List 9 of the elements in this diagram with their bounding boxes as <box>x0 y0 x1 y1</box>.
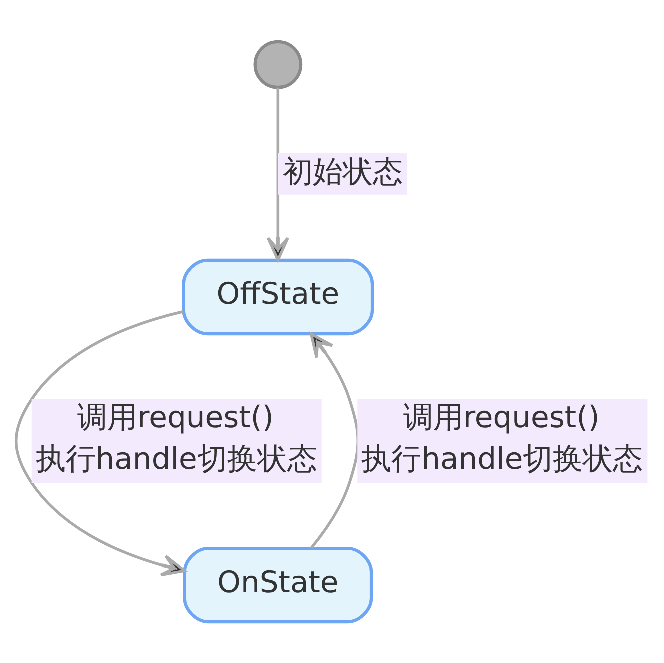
edge-label: 调用request() 执行handle切换状态 <box>362 400 644 477</box>
edge-label: 初始状态 <box>283 154 404 190</box>
arrow <box>14 310 186 576</box>
node-box: OnState <box>183 546 374 624</box>
node-box: OffState <box>182 258 374 336</box>
arrow <box>310 332 360 549</box>
node-circle <box>254 40 303 89</box>
edge-label: 调用request() 执行handle切换状态 <box>36 400 318 477</box>
arrow <box>266 87 290 262</box>
